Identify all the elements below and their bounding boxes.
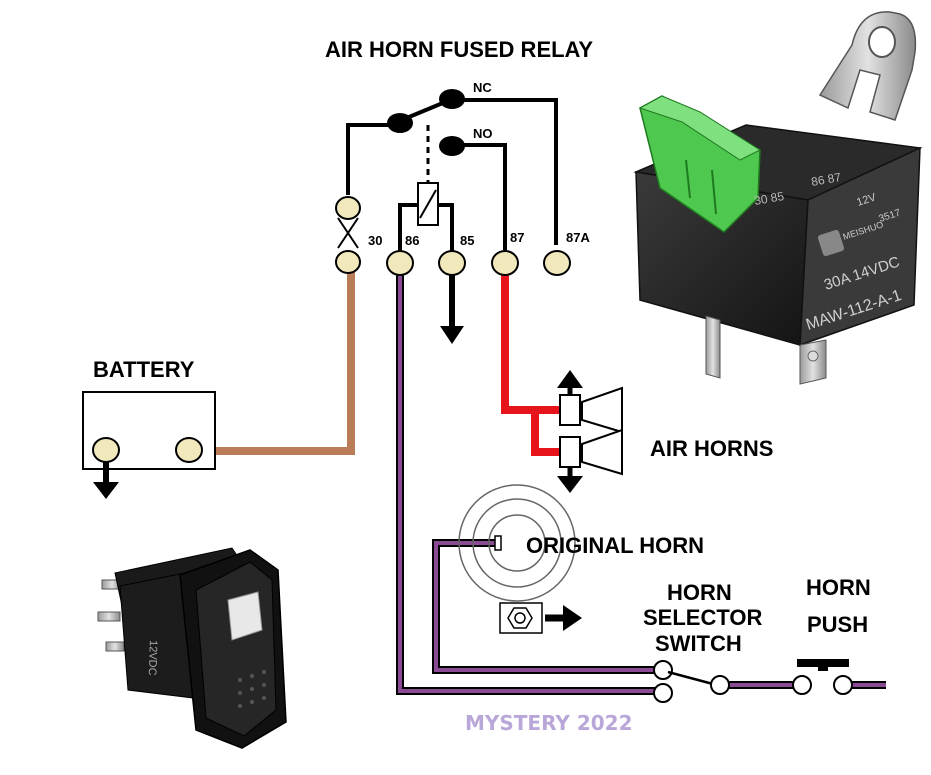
relay-top-text-2: 86 87 [810, 170, 842, 189]
original-horn-symbol [458, 484, 576, 634]
air-horns-symbol [557, 370, 623, 493]
relay-photo: 30 85 86 87 12V 3517 MEISHUO 30A 14VDC M… [633, 11, 923, 385]
wire-30-common [346, 123, 395, 195]
no-label: NO [473, 126, 493, 141]
wire-nc-87a [452, 98, 558, 245]
wire-battery-brown [200, 268, 355, 455]
ground-arrow-85 [440, 326, 464, 344]
relay-logo [817, 229, 845, 257]
terminal-30-label: 30 [368, 233, 382, 248]
selector-contact-lower [653, 683, 673, 703]
relay-pin-1 [705, 315, 721, 379]
battery-label: BATTERY [93, 357, 195, 382]
selector-switch-arm [667, 670, 714, 686]
rocker-switch-photo: 12VDC [97, 547, 287, 749]
common-contact [387, 113, 413, 133]
terminal-87a [543, 250, 571, 276]
relay-schematic [346, 98, 558, 255]
wire-no-87 [452, 143, 507, 250]
fuse-symbol [335, 196, 361, 249]
arrow-down-icon [557, 476, 583, 493]
arrow-up-icon [557, 370, 583, 388]
selector-label-line3: SWITCH [655, 631, 742, 656]
switch-rocker [195, 561, 277, 737]
selector-contact-upper [653, 660, 673, 680]
bracket-hole [868, 26, 896, 58]
switch-lamp [227, 591, 263, 641]
wire-86-purple [396, 268, 657, 695]
no-contact [439, 136, 465, 156]
terminal-87-label: 87 [510, 230, 524, 245]
horn-push-label-line2: PUSH [807, 612, 868, 637]
relay-pin-2 [799, 339, 827, 385]
terminal-87 [491, 250, 519, 276]
wire-original-horn-purple [432, 539, 657, 674]
terminal-86 [386, 250, 414, 276]
nc-contact [439, 89, 465, 109]
switch-voltage-text: 12VDC [146, 640, 159, 676]
horn-push-stem [818, 659, 828, 671]
horn-push-contact-left [792, 675, 812, 695]
selector-contact-common [710, 675, 730, 695]
nc-label: NC [473, 80, 492, 95]
relay-top-text-1: 30 85 [753, 189, 785, 208]
ground-arrow-battery [93, 482, 119, 499]
battery-positive-terminal [175, 437, 203, 463]
horn-push-contact-right [833, 675, 853, 695]
terminal-85 [438, 250, 466, 276]
relay-voltage-text: 12V [855, 191, 878, 209]
terminal-87a-label: 87A [566, 230, 590, 245]
wire-87-red [501, 268, 560, 414]
selector-label-line1: HORN [667, 580, 732, 605]
original-horn-label: ORIGINAL HORN [526, 533, 704, 558]
terminal-30 [335, 250, 361, 274]
battery-negative-terminal [92, 437, 120, 463]
relay-coil [417, 182, 439, 226]
wire-horn-branch-red [531, 410, 560, 456]
relay-right-face [799, 146, 921, 347]
selector-label-line2: SELECTOR [643, 605, 763, 630]
watermark: MYSTERY 2022 [465, 711, 633, 735]
mounting-bracket [818, 11, 917, 121]
terminal-85-label: 85 [460, 233, 474, 248]
diagram-title: AIR HORN FUSED RELAY [325, 37, 593, 62]
ground-arrow-original-horn [563, 605, 582, 631]
horn-push-label-line1: HORN [806, 575, 871, 600]
terminal-86-label: 86 [405, 233, 419, 248]
air-horns-label: AIR HORNS [650, 436, 773, 461]
